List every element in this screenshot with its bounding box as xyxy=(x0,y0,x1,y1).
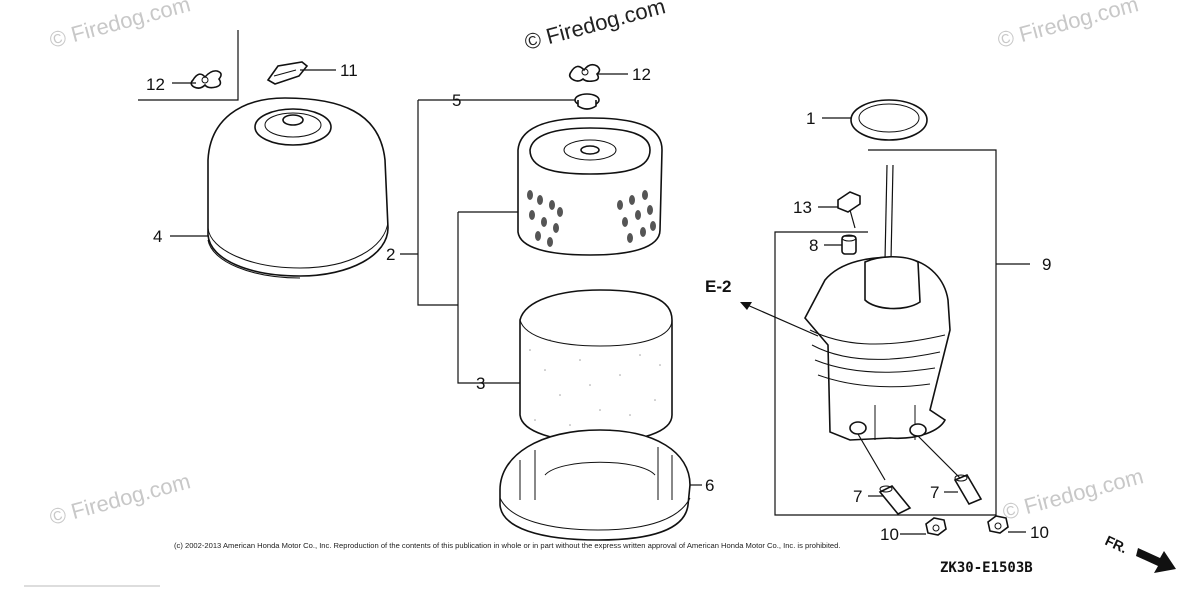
air-cleaner-cover-icon xyxy=(207,97,389,279)
watermark-top-left: © Firedog.com xyxy=(47,0,193,53)
air-filter-element-icon xyxy=(517,117,663,256)
air-cleaner-case-icon xyxy=(804,164,961,481)
bracket-9 xyxy=(774,149,1030,516)
wing-nut-12-left-icon xyxy=(190,70,222,89)
front-arrow-icon xyxy=(1136,548,1176,573)
callout-10-left: 10 xyxy=(880,525,899,544)
callout-2: 2 xyxy=(386,245,395,264)
callout-11: 11 xyxy=(340,61,358,80)
front-label: FR. xyxy=(1103,532,1130,556)
front-direction-indicator: FR. xyxy=(1103,532,1176,573)
reference-label-e2: E-2 xyxy=(705,277,731,296)
callout-12-left: 12 xyxy=(146,75,165,94)
watermark-top-right: © Firedog.com xyxy=(995,0,1141,53)
watermark-bottom-left: © Firedog.com xyxy=(47,468,193,530)
callout-6: 6 xyxy=(705,476,714,495)
tube-7-right-icon xyxy=(953,473,983,506)
tube-7-left-icon xyxy=(878,484,912,516)
callout-4: 4 xyxy=(153,227,162,246)
watermark-top-center: © Firedog.com xyxy=(522,0,668,55)
callout-12-right: 12 xyxy=(632,65,651,84)
foam-filter-element-icon xyxy=(519,289,673,443)
wing-nut-12-right-icon xyxy=(568,63,601,83)
callout-1: 1 xyxy=(806,109,815,128)
callout-13: 13 xyxy=(793,198,812,217)
nut-10-left-icon xyxy=(925,517,947,536)
callout-5: 5 xyxy=(452,91,461,110)
bracket-11-12 xyxy=(138,30,239,101)
callout-3: 3 xyxy=(476,374,485,393)
leader-e2 xyxy=(744,303,819,337)
grommet-5-icon xyxy=(574,93,600,110)
collar-8-icon xyxy=(841,234,857,255)
element-holder-icon xyxy=(499,429,691,541)
callout-10-right: 10 xyxy=(1030,523,1049,542)
callout-7-right: 7 xyxy=(930,483,939,502)
gasket-1-icon xyxy=(850,99,928,141)
nut-10-right-icon xyxy=(987,515,1009,534)
watermark-bottom-right: © Firedog.com xyxy=(1000,463,1146,525)
wing-nut-11-icon xyxy=(266,61,309,85)
arrowhead-e2-icon xyxy=(740,302,752,310)
copyright-notice: (c) 2002-2013 American Honda Motor Co., … xyxy=(174,541,841,550)
bracket-2-3-5 xyxy=(417,99,577,384)
callout-7-left: 7 xyxy=(853,487,862,506)
callout-8: 8 xyxy=(809,236,818,255)
bolt-13-icon xyxy=(837,191,861,229)
callout-9: 9 xyxy=(1042,255,1051,274)
diagram-code: ZK30-E1503B xyxy=(940,560,1033,576)
